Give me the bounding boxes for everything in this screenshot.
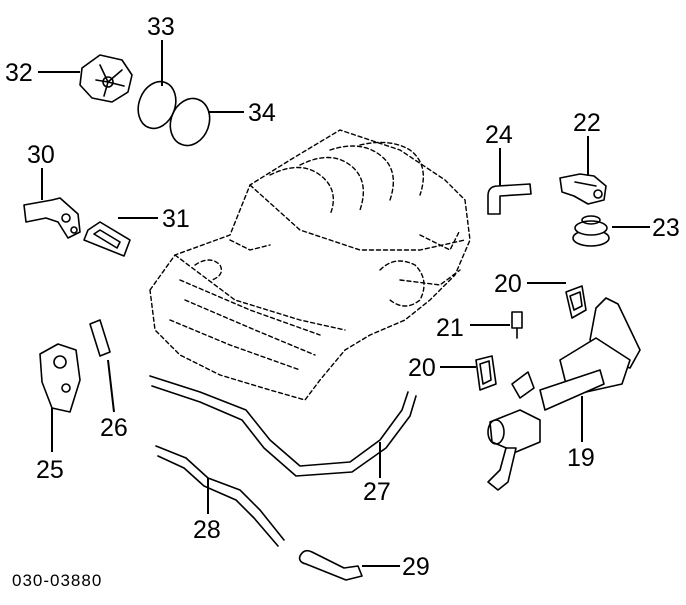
part-20-gasket-lower: [475, 355, 497, 391]
part-31-gasket: [83, 221, 131, 257]
callout-30: 30: [27, 141, 55, 169]
callout-19: 19: [567, 444, 595, 472]
callout-32: 32: [5, 59, 33, 87]
part-29-hose: [298, 549, 363, 581]
part-23-thermostat: [572, 215, 610, 247]
part-19-water-inlet: [487, 297, 641, 491]
callout-24: 24: [485, 121, 513, 149]
leader-lines: [38, 40, 650, 567]
part-30-water-outlet: [23, 197, 81, 239]
part-34-gasket: [169, 97, 211, 147]
part-20-gasket-upper: [565, 285, 587, 319]
part-27-water-pipe: [149, 375, 417, 477]
callout-labels: 19 20 20 21 22 23 24 25 26 27 28 29 30 3…: [5, 13, 680, 581]
callout-21: 21: [436, 314, 464, 342]
callout-28: 28: [193, 516, 221, 544]
part-26-gasket: [89, 319, 111, 357]
callout-29: 29: [402, 553, 430, 581]
callout-26: 26: [100, 414, 128, 442]
callout-34: 34: [248, 99, 276, 127]
callout-20-upper: 20: [494, 270, 522, 298]
diagram-code: 030-03880: [12, 571, 102, 590]
part-28-water-pipe: [155, 445, 285, 547]
part-33-gasket: [137, 80, 177, 130]
part-25-bracket: [39, 343, 81, 413]
part-24-hose: [487, 183, 532, 215]
engine-block-outline: [149, 129, 471, 401]
callout-20-lower: 20: [408, 354, 436, 382]
callout-25: 25: [36, 456, 64, 484]
part-21-sensor: [511, 311, 523, 339]
callout-31: 31: [162, 205, 190, 233]
callout-22: 22: [573, 109, 601, 137]
callout-23: 23: [652, 214, 680, 242]
callout-27: 27: [363, 478, 391, 506]
part-32-water-pump: [79, 54, 133, 103]
part-22-thermostat-housing: [559, 173, 607, 205]
callout-33: 33: [147, 13, 175, 41]
